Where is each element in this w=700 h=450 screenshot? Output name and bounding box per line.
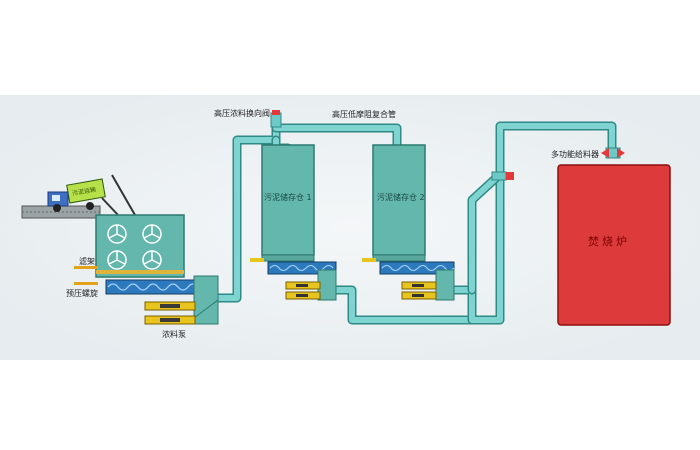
valve-handle bbox=[272, 110, 280, 115]
pipe-network bbox=[208, 121, 617, 325]
mixer-wheel bbox=[107, 224, 162, 270]
pump-body bbox=[193, 275, 219, 325]
truck-wheel bbox=[86, 202, 94, 210]
valve-switch[interactable] bbox=[270, 110, 282, 128]
tank-1-inlet-valve bbox=[250, 258, 264, 262]
tank-1-label: 污泥储存仓 1 bbox=[264, 192, 312, 202]
feeder-valve-handle bbox=[601, 148, 609, 158]
junction-valve-handle bbox=[506, 172, 514, 180]
rack-label: 滤架 bbox=[79, 256, 95, 266]
rack-pointer bbox=[74, 266, 98, 269]
valve-body bbox=[270, 112, 282, 128]
storage-tank-1: 污泥储存仓 1 bbox=[250, 144, 337, 301]
truck-wheel bbox=[53, 204, 61, 212]
feeder-label: 多功能给料器 bbox=[551, 149, 599, 159]
pre-pressure-screw bbox=[105, 279, 219, 295]
screw-label: 预压螺旋 bbox=[66, 288, 98, 298]
furnace-label: 焚烧炉 bbox=[588, 235, 630, 248]
incinerator: 焚烧炉 bbox=[557, 164, 671, 326]
valve-label: 高压浓料换向阀 bbox=[214, 108, 270, 118]
receiving-hopper bbox=[95, 214, 185, 278]
pipe-label: 高压低摩阻复合管 bbox=[332, 109, 396, 119]
pump-label: 浓料泵 bbox=[162, 329, 186, 339]
pump-cylinders bbox=[144, 301, 196, 325]
sludge-truck: 污泥运输 bbox=[47, 178, 106, 212]
junction-valve[interactable] bbox=[491, 171, 514, 181]
screw-pointer bbox=[74, 282, 98, 285]
hopper-arm bbox=[111, 174, 136, 216]
tank-2-label: 污泥储存仓 2 bbox=[377, 192, 425, 202]
feeder-valve[interactable] bbox=[601, 147, 625, 159]
filter-rack bbox=[96, 270, 184, 274]
storage-tank-2: 污泥储存仓 2 bbox=[362, 144, 455, 301]
tank-2-inlet-valve bbox=[362, 258, 376, 262]
